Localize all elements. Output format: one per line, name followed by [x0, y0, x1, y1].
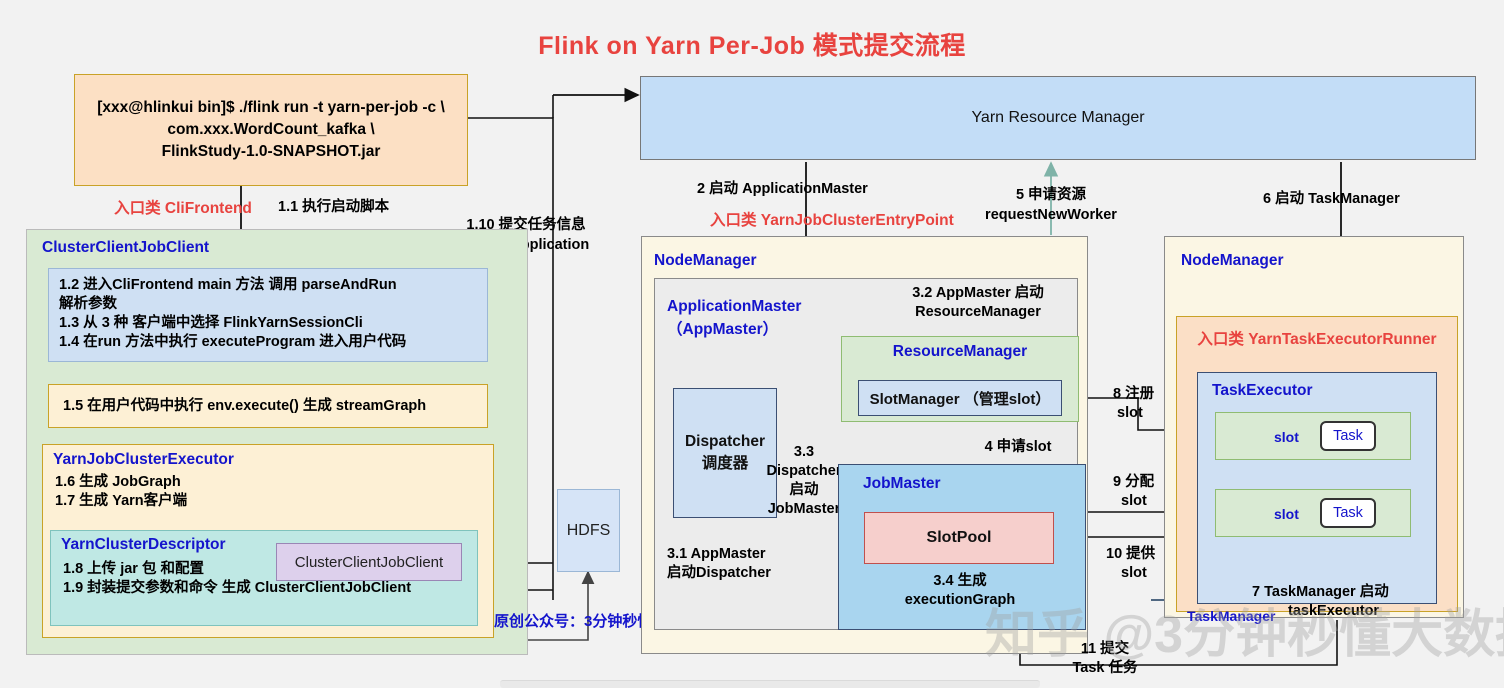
dispatcher-label-line2: 调度器: [701, 455, 749, 472]
step-3-4-line2: executionGraph: [904, 592, 1016, 608]
command-box: [xxx@hlinkui bin]$ ./flink run -t yarn-p…: [74, 74, 468, 186]
slot-row-2: slot: [1215, 489, 1411, 537]
step-1-2-line1: 1.2 进入CliFrontend main 方法 调用 parseAndRun: [59, 277, 397, 293]
entry-class-yarntaskexecutorrunner-label: 入口类 YarnTaskExecutorRunner: [1197, 331, 1437, 348]
step-1-5-box: 1.5 在用户代码中执行 env.execute() 生成 streamGrap…: [48, 384, 488, 428]
step-3-2-line2: ResourceManager: [915, 304, 1041, 320]
step-7-line2: taskExecutor: [1288, 603, 1380, 619]
job-master-title: JobMaster: [863, 475, 941, 492]
step-3-3-line4: JobMaster: [767, 501, 841, 517]
dispatcher-box: Dispatcher 调度器: [673, 388, 777, 518]
task-manager-label: TaskManager: [1187, 608, 1276, 624]
step-2-label: 2 启动 ApplicationMaster: [697, 181, 868, 197]
step-3-4-line1: 3.4 生成: [933, 573, 987, 589]
step-5-line2: requestNewWorker: [985, 207, 1117, 223]
yarn-resource-manager-box: Yarn Resource Manager: [640, 76, 1476, 160]
step-1-8-label: 1.8 上传 jar 包 和配置: [63, 561, 205, 577]
task-executor-box: TaskExecutor: [1197, 372, 1437, 604]
entry-class-clifrontend-label: 入口类 CliFrontend: [114, 200, 252, 217]
step-11-line2: Task 任务: [1072, 660, 1138, 676]
step-10-line1: 10 提供: [1106, 546, 1156, 562]
resource-manager-inner-title: ResourceManager: [892, 343, 1028, 360]
task-box-2: Task: [1320, 498, 1376, 528]
step-1-1-label: 1.1 执行启动脚本: [278, 199, 390, 215]
slot-label-2: slot: [1274, 506, 1299, 522]
client-steps-box: 1.2 进入CliFrontend main 方法 调用 parseAndRun…: [48, 268, 488, 362]
slot-label-1: slot: [1274, 429, 1299, 445]
slot-manager-box: SlotManager （管理slot）: [858, 380, 1062, 416]
step-1-5-label: 1.5 在用户代码中执行 env.execute() 生成 streamGrap…: [63, 397, 427, 414]
step-3-3-line1: 3.3: [793, 444, 815, 460]
step-4-label: 4 申请slot: [984, 439, 1052, 455]
step-3-3-line3: 启动: [789, 482, 819, 498]
slot-row-1: slot: [1215, 412, 1411, 460]
node-manager-left-title: NodeManager: [654, 252, 757, 269]
step-1-3-label: 1.3 从 3 种 客户端中选择 FlinkYarnSessionCli: [59, 315, 363, 331]
step-11-line1: 11 提交: [1080, 641, 1130, 657]
step-9-line1: 9 分配: [1113, 474, 1155, 490]
step-5-line1: 5 申请资源: [1015, 187, 1087, 203]
step-3-1-line2: 启动Dispatcher: [667, 565, 771, 581]
step-6-label: 6 启动 TaskManager: [1263, 191, 1400, 207]
application-master-title-line1: ApplicationMaster: [667, 298, 802, 315]
step-8-line1: 8 注册: [1113, 386, 1155, 402]
node-manager-right-title: NodeManager: [1181, 252, 1284, 269]
hdfs-box: HDFS: [557, 489, 620, 572]
command-line-1: [xxx@hlinkui bin]$ ./flink run -t yarn-p…: [97, 99, 445, 116]
cluster-client-job-client-chip: ClusterClientJobClient: [276, 543, 462, 581]
task-box-1: Task: [1320, 421, 1376, 451]
application-master-title-line2: （AppMaster）: [667, 321, 779, 338]
yarn-job-cluster-executor-title: YarnJobClusterExecutor: [53, 451, 234, 468]
command-line-2: com.xxx.WordCount_kafka \: [167, 121, 375, 138]
page-title: Flink on Yarn Per-Job 模式提交流程: [538, 32, 966, 60]
step-3-1-line1: 3.1 AppMaster: [667, 546, 766, 562]
step-9-line2: slot: [1121, 493, 1147, 509]
cluster-client-job-client-title: ClusterClientJobClient: [42, 239, 210, 256]
step-1-2-line2: 解析参数: [59, 296, 117, 312]
step-10-line2: slot: [1121, 565, 1147, 581]
step-1-7-label: 1.7 生成 Yarn客户端: [55, 493, 188, 509]
bottom-scroll-edge: [500, 680, 1040, 688]
step-1-6-label: 1.6 生成 JobGraph: [55, 474, 181, 490]
command-line-3: FlinkStudy-1.0-SNAPSHOT.jar: [161, 143, 381, 160]
entry-class-yarnjobclusterentrypoint-label: 入口类 YarnJobClusterEntryPoint: [710, 212, 954, 229]
step-1-4-label: 1.4 在run 方法中执行 executeProgram 进入用户代码: [59, 334, 407, 350]
step-8-line2: slot: [1117, 405, 1143, 421]
task-executor-title: TaskExecutor: [1212, 382, 1313, 399]
step-3-3-line2: Dispatcher: [766, 463, 842, 479]
yarn-cluster-descriptor-title: YarnClusterDescriptor: [61, 536, 226, 553]
step-1-9-label: 1.9 封装提交参数和命令 生成 ClusterClientJobClient: [63, 580, 412, 596]
slot-pool-box: SlotPool: [864, 512, 1054, 564]
step-3-2-line1: 3.2 AppMaster 启动: [912, 285, 1044, 301]
step-7-line1: 7 TaskManager 启动: [1252, 584, 1389, 600]
dispatcher-label-line1: Dispatcher: [684, 433, 766, 450]
